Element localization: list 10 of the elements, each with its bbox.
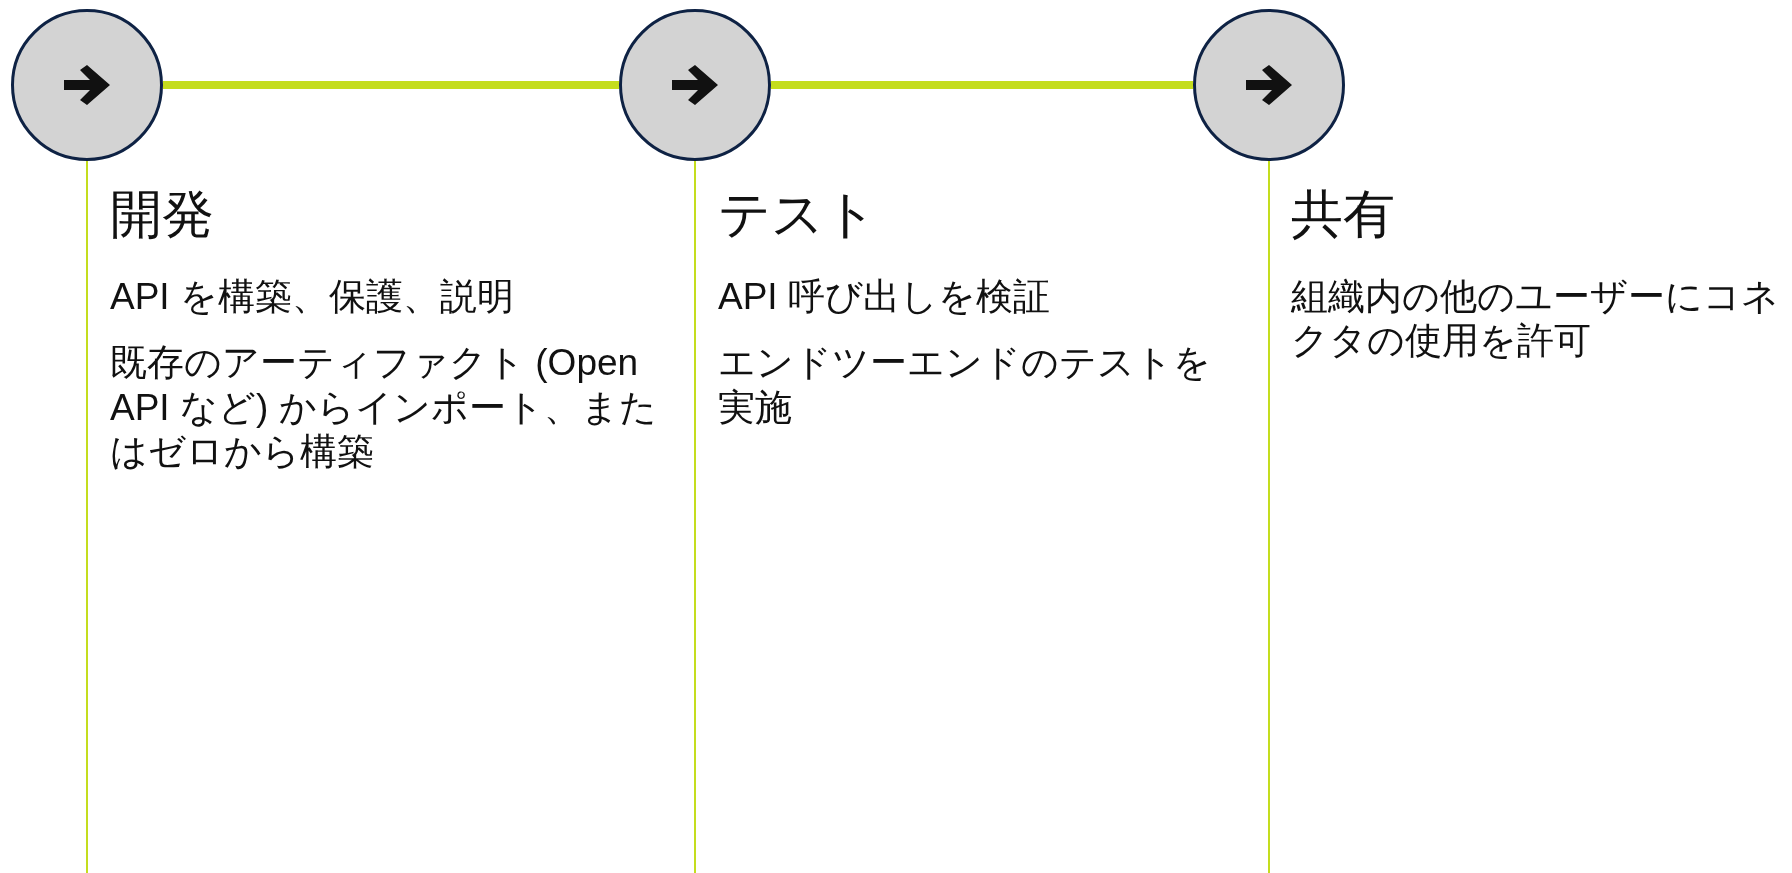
connector-line: [163, 81, 619, 89]
step-description: API 呼び出しを検証: [718, 274, 1051, 319]
step-description: API を構築、保護、説明: [110, 274, 515, 319]
step-heading: 開発: [110, 185, 215, 245]
step-heading: 共有: [1291, 185, 1396, 245]
step-heading: テスト: [718, 185, 878, 245]
connector-line: [771, 81, 1193, 89]
step-description: 組織内の他のユーザーにコネクタの使用を許可: [1291, 274, 1780, 364]
step-description: 既存のアーティファクト (Open API など) からインポート、またはゼロから構築: [110, 341, 658, 474]
step-description: エンドツーエンドのテストを実施: [718, 341, 1212, 430]
